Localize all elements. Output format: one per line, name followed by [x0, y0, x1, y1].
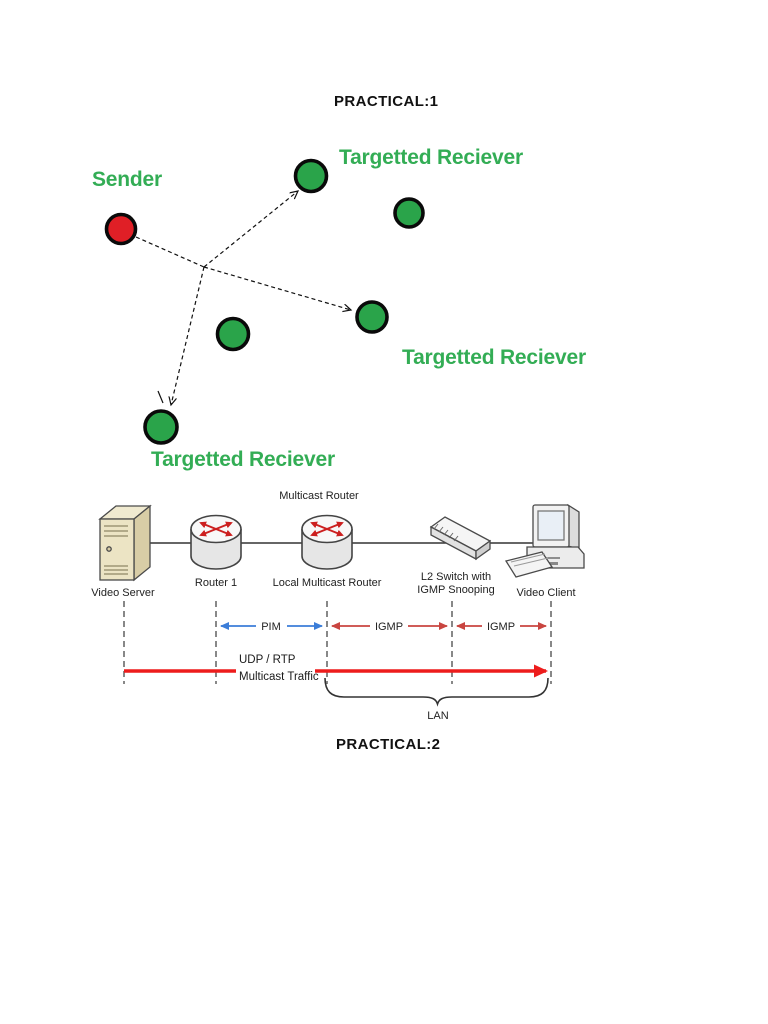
- receiver-node-topright: [393, 197, 425, 229]
- receiver-node-right: [355, 300, 389, 334]
- video-client-icon: [504, 503, 585, 578]
- router1-label: Router 1: [195, 577, 237, 589]
- pim-label: PIM: [261, 621, 281, 633]
- video-server-label: Video Server: [91, 587, 155, 599]
- local-multicast-router-icon: [302, 516, 352, 570]
- receiver-node-bottom: [143, 409, 179, 445]
- arrow-tick-mark: [157, 390, 164, 404]
- pim-arrow: PIM: [220, 619, 323, 633]
- targetted-reciever-label-right: Targetted Reciever: [402, 346, 586, 369]
- local-multicast-router-label: Local Multicast Router: [273, 577, 382, 589]
- udp-rtp-traffic-arrow: UDP / RTP Multicast Traffic: [124, 654, 548, 683]
- multicast-router-heading: Multicast Router: [279, 490, 359, 502]
- multicast-arrow-top: [203, 191, 298, 268]
- network-diagram: Multicast Router Video Server Router 1 L…: [91, 490, 585, 722]
- video-client-label: Video Client: [516, 587, 575, 599]
- igmp-arrow-right: IGMP: [456, 619, 547, 633]
- traffic-label-line1: UDP / RTP: [239, 654, 296, 666]
- sender-label: Sender: [92, 168, 162, 191]
- router1-icon: [191, 516, 241, 570]
- multicast-arrow-right: [203, 266, 351, 310]
- targetted-reciever-label-top: Targetted Reciever: [339, 146, 523, 169]
- igmp-right-label: IGMP: [487, 621, 515, 633]
- igmp-arrow-left: IGMP: [331, 619, 448, 633]
- traffic-label-line2: Multicast Traffic: [239, 671, 319, 683]
- multicast-topology-diagram: [104, 158, 425, 445]
- multicast-arrow-bottom: [171, 266, 205, 405]
- targetted-reciever-label-bottom: Targetted Reciever: [151, 448, 335, 471]
- video-server-icon: [98, 504, 152, 582]
- sender-node: [104, 212, 138, 246]
- practical1-title: PRACTICAL:1: [334, 93, 439, 110]
- l2-switch-icon: [429, 516, 492, 561]
- lan-brace: [324, 677, 549, 707]
- receiver-node-top: [293, 158, 329, 194]
- receiver-node-middle: [215, 316, 251, 352]
- dashed-guides: [123, 601, 552, 684]
- sender-hub-line: [135, 236, 205, 268]
- lan-label: LAN: [427, 710, 448, 722]
- l2-switch-label-line1: L2 Switch with: [421, 571, 491, 583]
- practical2-title: PRACTICAL:2: [336, 736, 441, 753]
- igmp-left-label: IGMP: [375, 621, 403, 633]
- l2-switch-label-line2: IGMP Snooping: [417, 584, 494, 596]
